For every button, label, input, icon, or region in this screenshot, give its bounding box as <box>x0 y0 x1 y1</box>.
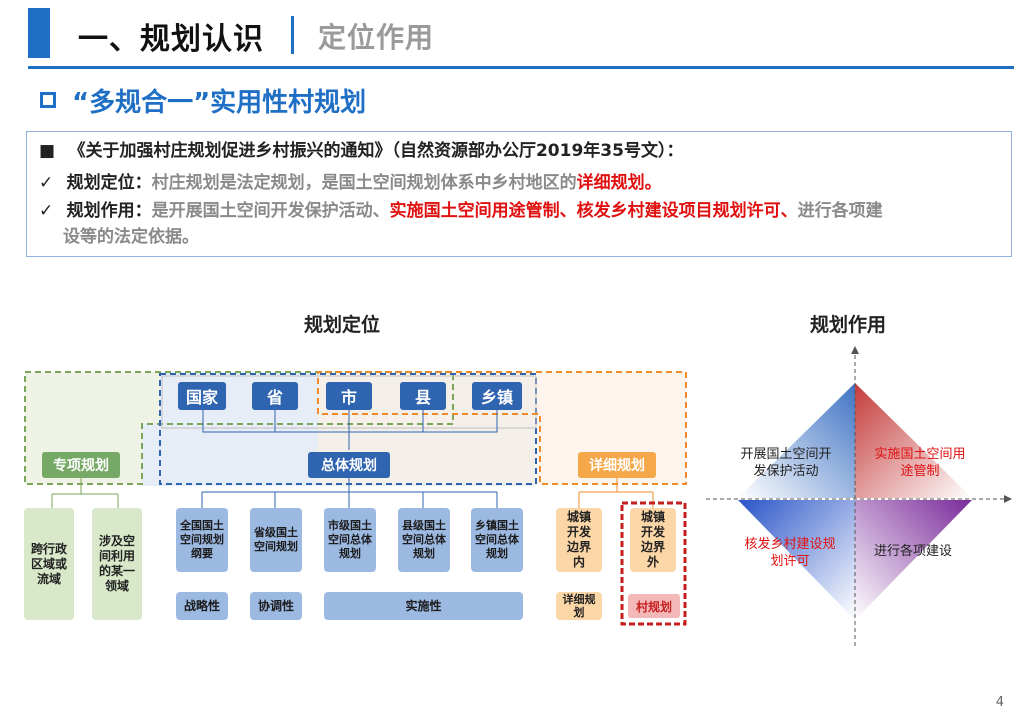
notice-line-2: ✓ 规划定位：村庄规划是法定规划，是国土空间规划体系中乡村地区的详细规划。 <box>39 170 662 196</box>
special-plan-node: 专项规划 <box>42 452 120 478</box>
master-child-province: 省级国土空间规划 <box>250 508 302 572</box>
header-divider <box>28 66 1014 69</box>
title-separator <box>291 16 294 54</box>
section-square-icon <box>40 92 56 108</box>
master-child-national: 全国国土空间规划纲要 <box>176 508 228 572</box>
detailed-connector <box>578 478 654 508</box>
diagram-right-heading: 规划作用 <box>810 314 887 336</box>
notice-line-4: 设等的法定依据。 <box>63 224 199 250</box>
quadrant-bottom-left <box>738 500 855 620</box>
page-subtitle: 定位作用 <box>318 21 435 54</box>
level-county: 县 <box>400 382 446 410</box>
special-connector <box>51 478 119 508</box>
role-q2-label: 实施国土空间用途管制 <box>874 447 966 479</box>
notice-box: ■ 《关于加强村庄规划促进乡村振兴的通知》（自然资源部办公厅2019年35号文）… <box>26 131 1012 257</box>
horizontal-axis-arrow-icon <box>1004 495 1012 503</box>
detailed-plan-node: 详细规划 <box>578 452 656 478</box>
notice-title: 《关于加强村庄规划促进乡村振兴的通知》（自然资源部办公厅2019年35号文）： <box>68 141 684 161</box>
diagram-left-heading: 规划定位 <box>304 314 381 336</box>
quadrant-top-right <box>855 383 972 498</box>
page-number: 4 <box>995 695 1004 710</box>
tag-coordinative: 协调性 <box>250 592 302 620</box>
check-icon: ✓ <box>39 201 54 221</box>
master-plan-node: 总体规划 <box>308 452 390 478</box>
vertical-axis-arrow-icon <box>851 346 859 354</box>
master-connector <box>201 478 498 508</box>
role-key: 规划作用： <box>66 201 152 221</box>
role-text-3: 设等的法定依据。 <box>63 227 199 247</box>
positioning-highlight: 详细规划。 <box>576 173 662 193</box>
role-q1-label: 开展国土空间开发保护活动 <box>740 447 832 479</box>
village-plan-node: 村规划 <box>628 594 680 618</box>
level-city: 市 <box>326 382 372 410</box>
level-national: 国家 <box>178 382 226 410</box>
notice-line-1: ■ 《关于加强村庄规划促进乡村振兴的通知》（自然资源部办公厅2019年35号文）… <box>39 138 683 164</box>
level-township: 乡镇 <box>472 382 522 410</box>
village-highlight-border <box>620 501 687 626</box>
role-q3-label: 核发乡村建设规划许可 <box>744 537 836 569</box>
role-text-2: 进行各项建 <box>797 201 883 221</box>
master-child-city: 市级国土空间总体规划 <box>324 508 376 572</box>
check-icon: ✓ <box>39 173 54 193</box>
detailed-child-outside: 城镇开发边界外 <box>630 508 676 572</box>
level-province: 省 <box>252 382 298 410</box>
role-highlight: 实施国土空间用途管制、核发乡村建设项目规划许可、 <box>389 201 798 221</box>
title-accent-bar <box>28 8 50 58</box>
quadrant-top-left <box>738 383 855 498</box>
role-q4-label: 进行各项建设 <box>874 544 953 559</box>
detailed-region-border <box>317 371 687 485</box>
detailed-child-inside: 城镇开发边界内 <box>556 508 602 572</box>
master-child-county: 县级国土空间总体规划 <box>398 508 450 572</box>
positioning-text: 村庄规划是法定规划，是国土空间规划体系中乡村地区的 <box>151 173 577 193</box>
levels-connector <box>202 410 498 450</box>
notice-line-3: ✓ 规划作用：是开展国土空间开发保护活动、实施国土空间用途管制、核发乡村建设项目… <box>39 198 883 224</box>
role-text-1: 是开展国土空间开发保护活动、 <box>151 201 390 221</box>
special-child-cross-region: 跨行政区域或流域 <box>24 508 74 620</box>
section-title: “多规合一”实用性村规划 <box>72 88 367 118</box>
quadrant-bottom-right <box>855 500 972 620</box>
master-region-border <box>159 373 537 485</box>
tag-strategic: 战略性 <box>176 592 228 620</box>
tag-implementing: 实施性 <box>324 592 523 620</box>
master-child-township: 乡镇国土空间总体规划 <box>471 508 523 572</box>
special-region-border <box>24 371 454 485</box>
detailed-leaf: 详细规划 <box>556 592 602 620</box>
special-child-domain: 涉及空间利用的某一领域 <box>92 508 142 620</box>
page-title: 一、规划认识 <box>78 22 264 57</box>
bullet-icon: ■ <box>39 141 56 161</box>
positioning-key: 规划定位： <box>66 173 152 193</box>
